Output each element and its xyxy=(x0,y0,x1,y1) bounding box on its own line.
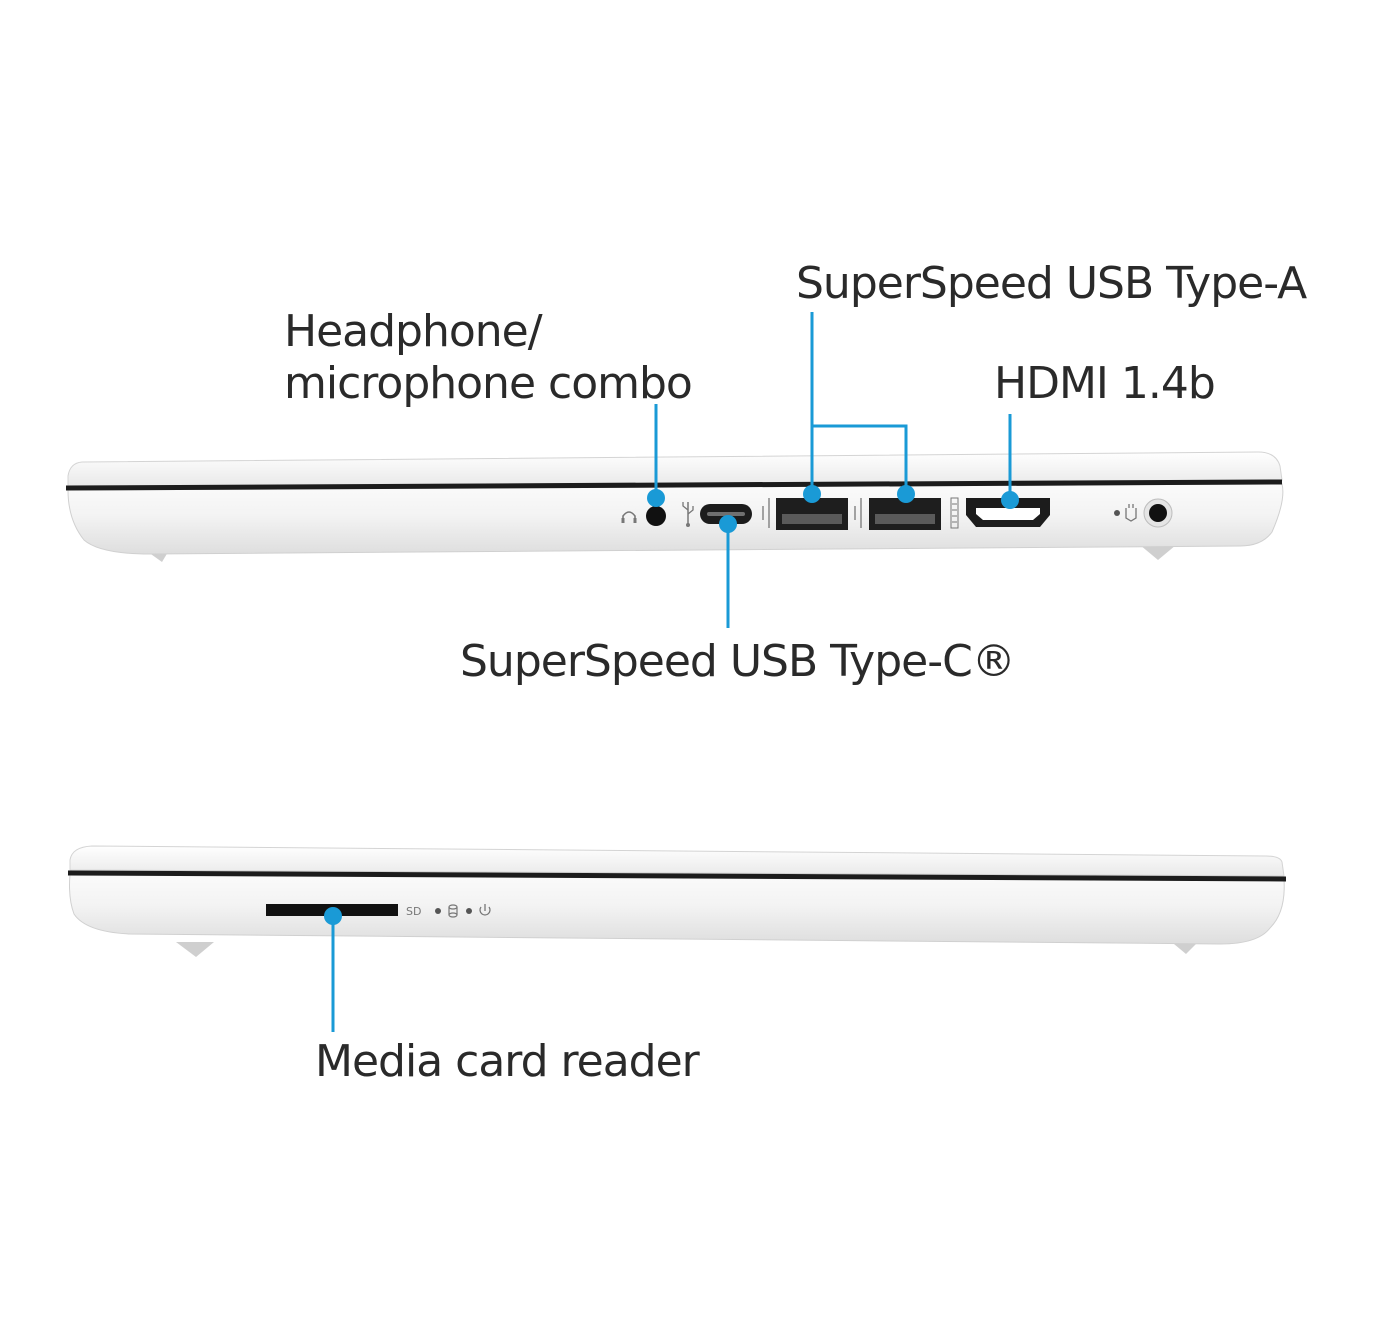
headphone-jack xyxy=(621,506,666,526)
power-port-group xyxy=(1114,498,1173,528)
status-led xyxy=(466,908,472,914)
hdmi-port-group xyxy=(950,497,1050,529)
media-card-label: Media card reader xyxy=(315,1036,701,1087)
laptop-seam xyxy=(67,870,1287,882)
charge-led xyxy=(1114,510,1120,516)
laptop-foot-left xyxy=(148,552,168,562)
usb-c-label: SuperSpeed USB Type-C® xyxy=(460,636,1015,687)
laptop-base xyxy=(67,483,1284,555)
headphone-port xyxy=(646,506,666,526)
hdmi-dot xyxy=(1001,491,1019,509)
superspeed-usb-icon xyxy=(762,498,770,528)
laptop-seam xyxy=(65,479,1283,491)
laptop-lid xyxy=(69,845,1285,877)
hdmi-icon xyxy=(950,497,959,529)
status-led xyxy=(435,908,441,914)
drive-activity-icon xyxy=(448,904,458,918)
usb-a-port-group xyxy=(762,498,941,530)
media-card-dot xyxy=(324,907,342,925)
headphone-dot xyxy=(647,489,665,507)
laptop-lid xyxy=(67,451,1283,487)
usb-icon xyxy=(682,502,694,527)
usb-c-port-group xyxy=(682,502,752,527)
usb-a-dot-1 xyxy=(803,485,821,503)
laptop-right-side-view: SD xyxy=(67,845,1287,957)
laptop-foot-left xyxy=(176,942,214,957)
usb-a-label: SuperSpeed USB Type-A xyxy=(796,258,1307,309)
laptop-foot-right xyxy=(1174,944,1196,954)
headphone-icon xyxy=(621,511,637,523)
usb-c-dot xyxy=(719,515,737,533)
laptop-base xyxy=(69,873,1285,945)
usb-a-leader xyxy=(810,312,908,490)
superspeed-usb-icon xyxy=(854,498,862,528)
usb-a-dot-2 xyxy=(897,485,915,503)
power-plug-icon xyxy=(1125,504,1137,522)
headphone-label-line1: Headphone/ xyxy=(284,306,543,357)
callout-leaders xyxy=(324,312,1019,1032)
headphone-label-line2: microphone combo xyxy=(284,358,692,409)
laptop-foot-right xyxy=(1140,545,1176,560)
power-led-icon xyxy=(479,904,491,916)
callout-labels: Headphone/ microphone combo SuperSpeed U… xyxy=(284,258,1308,1087)
hdmi-label: HDMI 1.4b xyxy=(994,358,1215,409)
laptop-left-side-view xyxy=(65,451,1284,562)
sd-label: SD xyxy=(406,905,421,918)
